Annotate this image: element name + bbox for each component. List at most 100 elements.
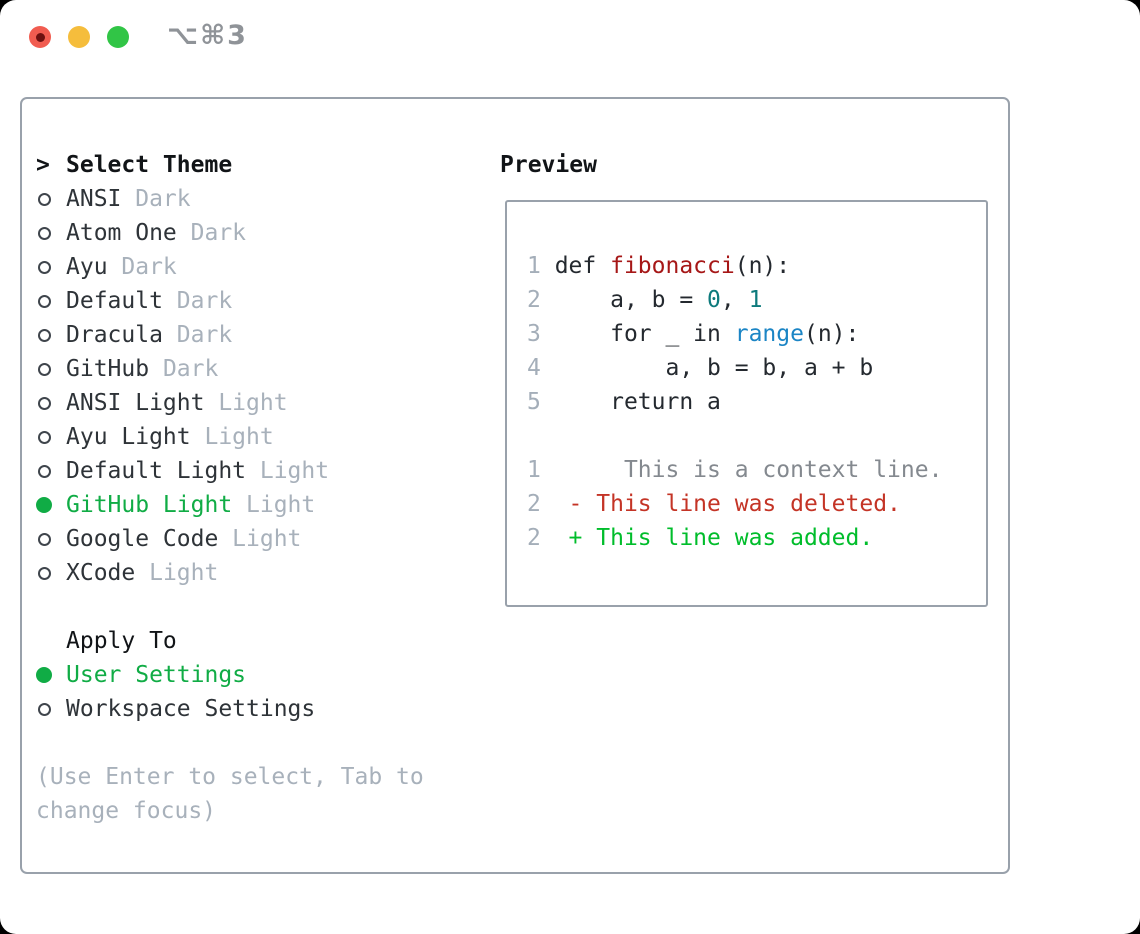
theme-option-ayu-light[interactable]: Ayu Light Light (36, 420, 466, 454)
radio-unselected-icon (36, 532, 66, 546)
close-active-dot-icon (35, 32, 45, 42)
radio-unselected-icon (36, 430, 66, 444)
theme-name: Ayu (66, 254, 108, 280)
apply-to-header: Apply To (36, 624, 466, 658)
radio-selected-icon (36, 667, 66, 683)
spacer (36, 726, 466, 760)
line-number: 4 (527, 355, 541, 381)
theme-name: GitHub Light (66, 492, 233, 518)
radio-unselected-icon (36, 260, 66, 274)
apply-to-title: Apply To (66, 628, 177, 654)
theme-variant-badge: Light (218, 390, 288, 416)
radio-unselected-icon (36, 464, 66, 478)
preview-line: 3 for _ in range(n): (527, 317, 986, 351)
spacer (36, 590, 466, 624)
theme-name: Default Light (66, 458, 247, 484)
theme-name: ANSI (66, 186, 122, 212)
theme-name: Google Code (66, 526, 219, 552)
close-button[interactable] (29, 26, 51, 48)
preview-line (527, 419, 986, 453)
code-segment: def (554, 253, 611, 279)
theme-variant-badge: Dark (162, 356, 219, 382)
select-theme-header: > Select Theme (36, 148, 466, 182)
preview-line: 1 def fibonacci(n): (527, 249, 986, 283)
section-title: Select Theme (66, 152, 233, 178)
traffic-lights (29, 26, 129, 48)
preview-line: 5 return a (527, 385, 986, 419)
radio-unselected-icon (36, 328, 66, 342)
theme-name: Default (66, 288, 163, 314)
line-number: 2 (527, 525, 541, 551)
radio-unselected-icon (36, 192, 66, 206)
code-segment: - This line was deleted. (554, 491, 901, 517)
apply-option-label: User Settings (66, 662, 247, 688)
theme-option-atom-one-dark[interactable]: Atom One Dark (36, 216, 466, 250)
prompt-caret-icon: > (36, 152, 50, 178)
theme-name: XCode (66, 560, 136, 586)
radio-selected-icon (36, 497, 66, 513)
preview-line: 4 a, b = b, a + b (527, 351, 986, 385)
preview-line: 2 a, b = 0, 1 (527, 283, 986, 317)
theme-option-xcode[interactable]: XCode Light (36, 556, 466, 590)
theme-option-ansi-dark[interactable]: ANSI Dark (36, 182, 466, 216)
theme-list: > Select Theme ANSI Dark Atom One Dark A… (36, 148, 466, 828)
theme-name: Ayu Light (66, 424, 191, 450)
minimize-button[interactable] (68, 26, 90, 48)
theme-option-default-light[interactable]: Default Light Light (36, 454, 466, 488)
code-segment: + This line was added. (554, 525, 874, 551)
theme-option-dracula-dark[interactable]: Dracula Dark (36, 318, 466, 352)
code-segment: range (734, 321, 804, 347)
keyboard-hint: (Use Enter to select, Tab to change focu… (36, 764, 424, 824)
theme-option-github-dark[interactable]: GitHub Dark (36, 352, 466, 386)
theme-variant-badge: Dark (121, 254, 177, 280)
preview-title: Preview (500, 152, 597, 178)
line-number: 1 (527, 253, 541, 279)
theme-variant-badge: Dark (135, 186, 191, 212)
preview-line: 1 This is a context line. (527, 453, 986, 487)
theme-option-google-code[interactable]: Google Code Light (36, 522, 466, 556)
line-number: 5 (527, 389, 541, 415)
line-number: 3 (527, 321, 541, 347)
radio-unselected-icon (36, 396, 66, 410)
radio-unselected-icon (36, 226, 66, 240)
code-segment: (n): (803, 321, 860, 347)
apply-option-label: Workspace Settings (66, 696, 316, 722)
theme-name: Dracula (66, 322, 163, 348)
apply-option-workspace-settings[interactable]: Workspace Settings (36, 692, 466, 726)
line-number: 2 (527, 491, 541, 517)
line-number: 1 (527, 457, 541, 483)
preview-line: 2 + This line was added. (527, 521, 986, 555)
theme-option-ansi-light[interactable]: ANSI Light Light (36, 386, 466, 420)
theme-name: GitHub (66, 356, 150, 382)
code-segment: fibonacci (610, 253, 735, 279)
apply-option-user-settings[interactable]: User Settings (36, 658, 466, 692)
theme-option-default-dark[interactable]: Default Dark (36, 284, 466, 318)
theme-option-ayu-dark[interactable]: Ayu Dark (36, 250, 466, 284)
theme-variant-badge: Light (149, 560, 219, 586)
theme-variant-badge: Light (259, 458, 330, 484)
theme-variant-badge: Dark (176, 288, 233, 314)
code-segment: return a (554, 389, 721, 415)
theme-variant-badge: Light (204, 424, 274, 450)
code-segment: a, b = b, a + b (554, 355, 874, 381)
code-segment: (n): (734, 253, 791, 279)
code-segment: for _ in (554, 321, 735, 347)
theme-name: ANSI Light (66, 390, 205, 416)
theme-name: Atom One (66, 220, 177, 246)
zoom-button[interactable] (107, 26, 129, 48)
radio-unselected-icon (36, 362, 66, 376)
theme-variant-badge: Light (232, 526, 302, 552)
preview-line: 2 - This line was deleted. (527, 487, 986, 521)
theme-variant-badge: Dark (176, 322, 233, 348)
code-segment: 1 (748, 287, 763, 313)
code-segment: a, b = (554, 287, 708, 313)
code-segment: This is a context line. (554, 457, 943, 483)
window-title-shortcut: ⌥⌘3 (167, 20, 248, 51)
radio-unselected-icon (36, 702, 66, 716)
code-segment: 0 (707, 287, 721, 313)
radio-unselected-icon (36, 566, 66, 580)
theme-option-github-light[interactable]: GitHub Light Light (36, 488, 466, 522)
